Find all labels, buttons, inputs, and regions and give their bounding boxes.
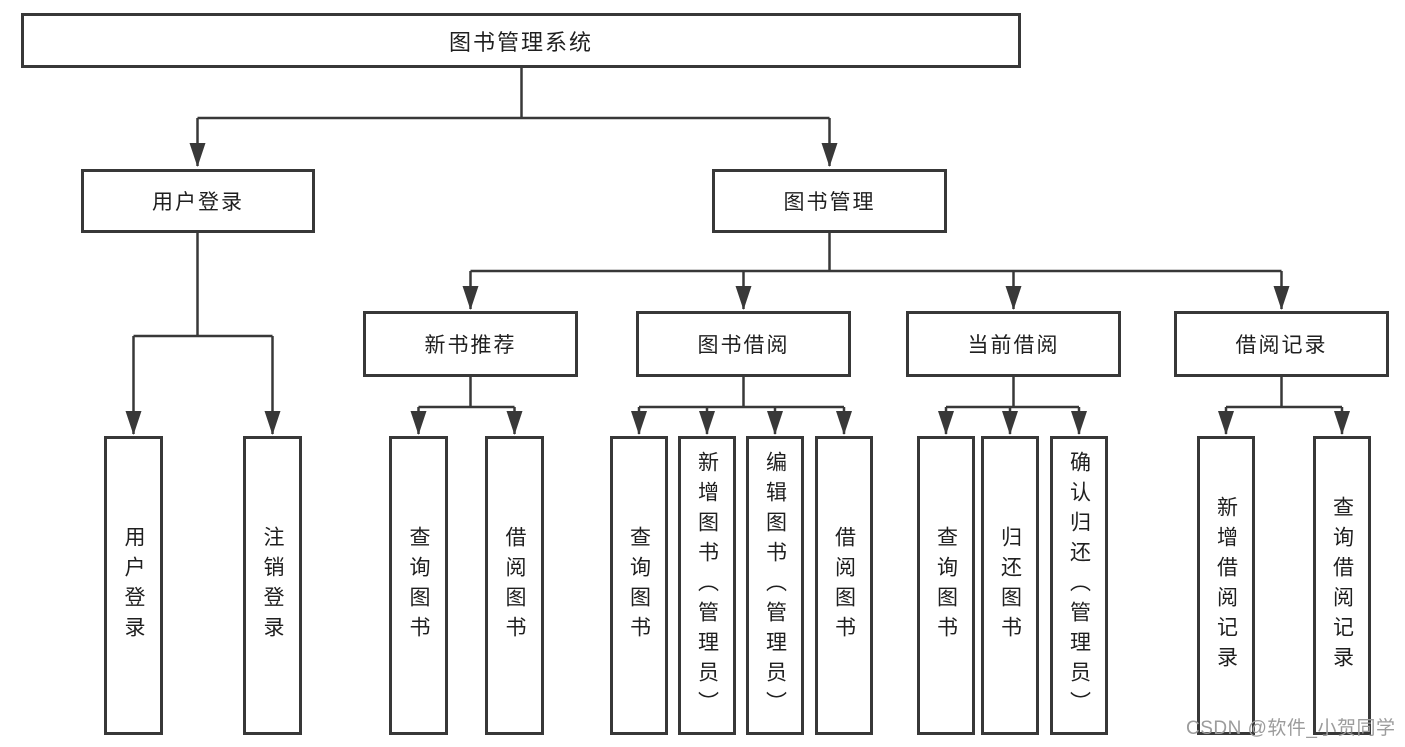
leaf-query-books-1: 查询图书 (389, 436, 448, 735)
node-label: 查询图书 (934, 525, 958, 646)
node-label: 注销登录 (261, 525, 284, 646)
leaf-borrow-books-1: 借阅图书 (485, 436, 544, 735)
node-label: 查询图书 (627, 525, 651, 646)
node-borrowing-record: 借阅记录 (1174, 311, 1389, 377)
leaf-logout: 注销登录 (243, 436, 302, 735)
node-user-login: 用户登录 (81, 169, 315, 233)
leaf-query-books-2: 查询图书 (610, 436, 668, 735)
leaf-borrow-books-2: 借阅图书 (815, 436, 873, 735)
node-label: 新增图书（管理员） (695, 450, 719, 721)
leaf-edit-books-admin: 编辑图书（管理员） (746, 436, 804, 735)
node-label: 新增借阅记录 (1214, 495, 1238, 676)
node-label: 编辑图书（管理员） (763, 450, 787, 721)
leaf-return-books: 归还图书 (981, 436, 1039, 735)
node-label: 图书借阅 (697, 334, 790, 357)
node-library-management-system: 图书管理系统 (21, 13, 1021, 68)
node-label: 新书推荐 (424, 334, 517, 357)
node-book-borrowing: 图书借阅 (636, 311, 851, 377)
node-label: 图书管理 (783, 191, 876, 214)
node-label: 借阅记录 (1235, 334, 1328, 357)
node-book-management: 图书管理 (712, 169, 947, 233)
node-current-borrowing: 当前借阅 (906, 311, 1121, 377)
node-label: 查询图书 (407, 525, 430, 646)
watermark: CSDN @软件_小贺同学 (1186, 718, 1396, 739)
node-label: 用户登录 (152, 191, 244, 214)
leaf-add-books-admin: 新增图书（管理员） (678, 436, 736, 735)
node-label: 借阅图书 (832, 525, 856, 646)
leaf-user-login: 用户登录 (104, 436, 163, 735)
node-label: 查询借阅记录 (1330, 495, 1354, 676)
leaf-confirm-return-admin: 确认归还（管理员） (1050, 436, 1108, 735)
leaf-add-borrow-record: 新增借阅记录 (1197, 436, 1255, 735)
node-label: 用户登录 (122, 525, 145, 646)
node-new-book-recommendation: 新书推荐 (363, 311, 578, 377)
node-label: 当前借阅 (967, 334, 1060, 357)
node-label: 借阅图书 (503, 525, 526, 646)
node-label: 图书管理系统 (448, 29, 593, 55)
leaf-query-books-3: 查询图书 (917, 436, 975, 735)
node-label: 确认归还（管理员） (1067, 450, 1091, 721)
node-label: 归还图书 (998, 525, 1022, 646)
leaf-query-borrow-record: 查询借阅记录 (1313, 436, 1371, 735)
